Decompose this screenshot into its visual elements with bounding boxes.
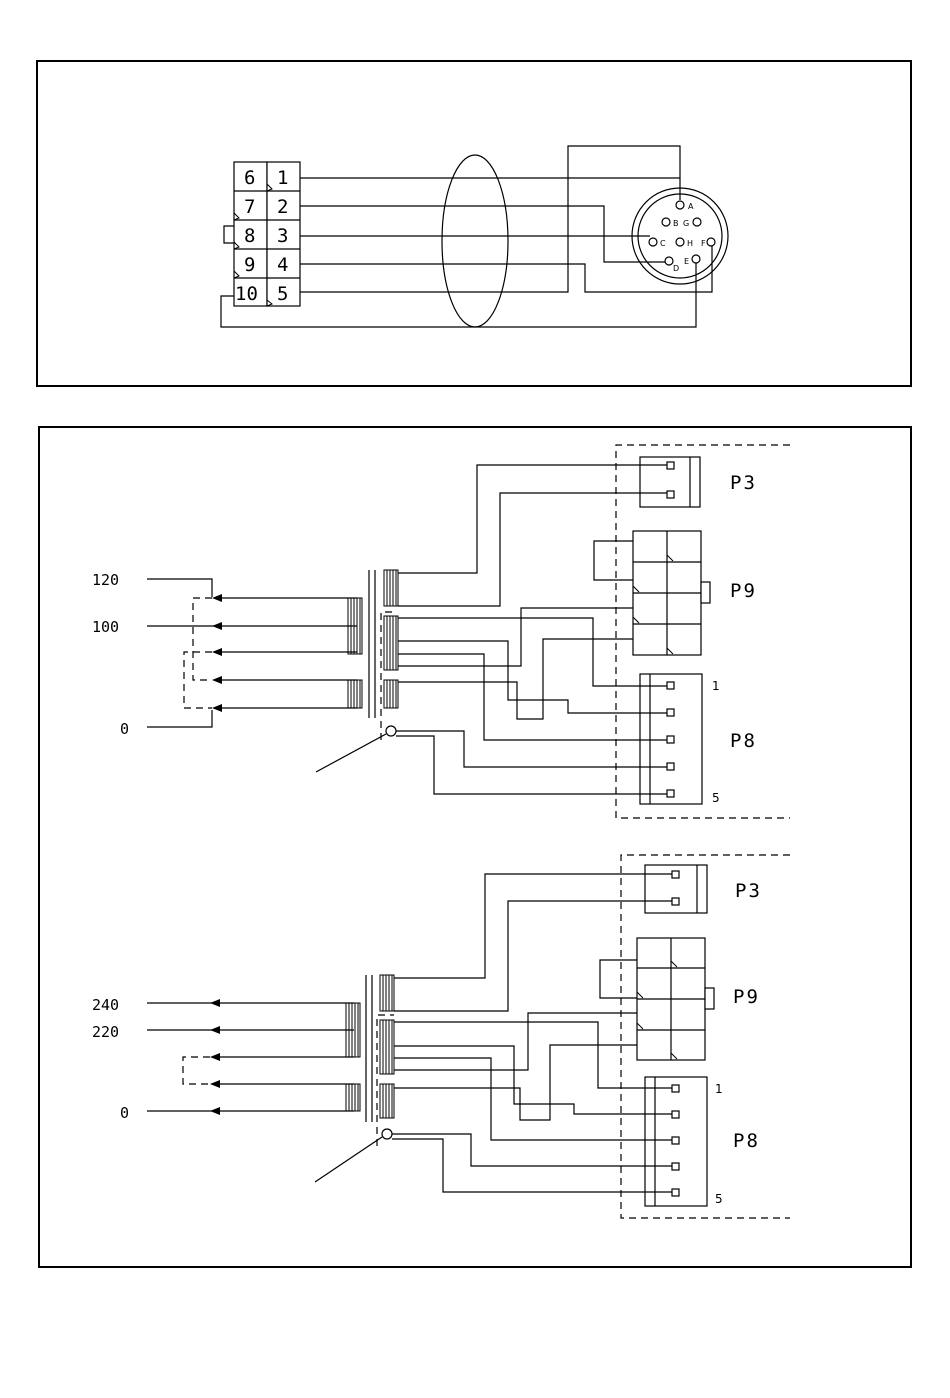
din-pin-e: E bbox=[684, 257, 689, 266]
p8-label-1: P8 bbox=[730, 730, 757, 752]
cable-panel-frame bbox=[37, 61, 911, 386]
voltage-220-label: 220 bbox=[92, 1023, 119, 1041]
p8-pin-last-2: 5 bbox=[715, 1192, 723, 1206]
din-pin-g: G bbox=[683, 219, 689, 228]
din-pin-a: A bbox=[688, 202, 694, 211]
connector-pin-8: 8 bbox=[244, 225, 255, 247]
voltage-0-label-2: 0 bbox=[120, 1104, 129, 1122]
p9-label-2: P9 bbox=[733, 986, 760, 1008]
transformer-diagram-1: 120 100 0 bbox=[92, 445, 790, 818]
din-pin-f: F bbox=[701, 239, 706, 248]
connector-pin-2: 2 bbox=[277, 196, 288, 218]
voltage-100-label: 100 bbox=[92, 618, 119, 636]
cable-shield-ellipse bbox=[442, 155, 508, 327]
connector-pin-7: 7 bbox=[244, 196, 255, 218]
p8-pin-first-2: 1 bbox=[715, 1082, 723, 1096]
connector-pin-3: 3 bbox=[277, 225, 288, 247]
connector-pin-10: 10 bbox=[235, 283, 258, 305]
connector-10-pin: 6 7 8 9 10 1 2 3 4 5 bbox=[224, 162, 300, 306]
voltage-120-label: 120 bbox=[92, 571, 119, 589]
connector-pin-6: 6 bbox=[244, 167, 255, 189]
transformer-diagram-2: 240 220 0 bbox=[92, 855, 790, 1218]
din-pin-c: C bbox=[660, 239, 666, 248]
p3-label-1: P3 bbox=[730, 472, 757, 494]
p8-pin-first-1: 1 bbox=[712, 679, 720, 693]
transformer-panel-frame bbox=[39, 427, 911, 1267]
connector-pin-5: 5 bbox=[277, 283, 288, 305]
din-pin-b: B bbox=[673, 219, 679, 228]
p8-label-2: P8 bbox=[733, 1130, 760, 1152]
p3-label-2: P3 bbox=[735, 880, 762, 902]
connector-pin-9: 9 bbox=[244, 254, 255, 276]
connector-pin-1: 1 bbox=[277, 167, 288, 189]
p9-label-1: P9 bbox=[730, 580, 757, 602]
din-pin-d: D bbox=[673, 264, 679, 273]
connector-pin-4: 4 bbox=[277, 254, 288, 276]
p8-pin-last-1: 5 bbox=[712, 791, 720, 805]
voltage-240-label: 240 bbox=[92, 996, 119, 1014]
din-pin-h: H bbox=[687, 239, 693, 248]
voltage-0-label: 0 bbox=[120, 720, 129, 738]
